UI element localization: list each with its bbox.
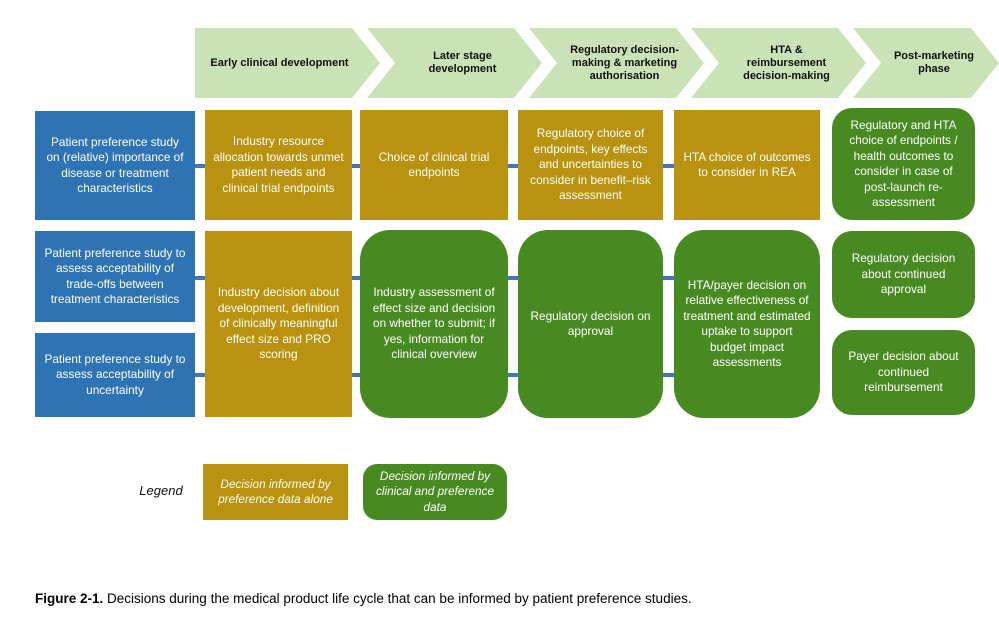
connector-line xyxy=(508,276,518,280)
phase-label: Early clinical development xyxy=(210,56,349,69)
legend-green-box: Decision informed by clinical and prefer… xyxy=(363,464,507,520)
phase-label: HTA & reimbursement decision-making xyxy=(743,43,830,82)
connector-line xyxy=(352,164,360,168)
phase-arrow-hta: HTA & reimbursement decision-making xyxy=(691,28,866,98)
phase-arrow-later-stage: Later stage development xyxy=(367,28,542,98)
connector-line xyxy=(195,276,205,280)
study-box-tradeoffs: Patient preference study to assess accep… xyxy=(35,231,195,322)
decision-regulatory-approval: Regulatory decision on approval xyxy=(518,230,663,418)
phase-arrow-regulatory: Regulatory decision-making & marketing a… xyxy=(529,28,704,98)
decision-industry-assessment: Industry assessment of effect size and d… xyxy=(360,230,508,418)
phase-arrow-early-clinical: Early clinical development xyxy=(195,28,380,98)
decision-hta-payer: HTA/payer decision on relative effective… xyxy=(674,230,820,418)
decision-continued-approval: Regulatory decision about continued appr… xyxy=(832,231,975,318)
study-box-uncertainty: Patient preference study to assess accep… xyxy=(35,333,195,417)
connector-line xyxy=(508,164,518,168)
phase-label: Post-marketing phase xyxy=(893,50,975,75)
connector-line xyxy=(508,373,518,377)
decision-industry-development: Industry decision about development, def… xyxy=(205,231,352,417)
figure-caption: Figure 2-1. Decisions during the medical… xyxy=(35,591,965,606)
connector-line xyxy=(352,276,360,280)
legend-label: Legend xyxy=(139,483,183,498)
decision-hta-choice: HTA choice of outcomes to consider in RE… xyxy=(674,110,820,220)
phase-label: Regulatory decision-making & marketing a… xyxy=(570,43,679,82)
figure-caption-text: Decisions during the medical product lif… xyxy=(103,591,692,606)
decision-reg-hta-reassessment: Regulatory and HTA choice of endpoints /… xyxy=(832,108,975,220)
decision-continued-reimbursement: Payer decision about continued reimburse… xyxy=(832,330,975,415)
connector-line xyxy=(195,373,205,377)
phase-label: Later stage development xyxy=(428,50,497,75)
connector-line xyxy=(663,276,674,280)
connector-line xyxy=(663,164,674,168)
decision-choice-of-endpoints: Choice of clinical trial endpoints xyxy=(360,110,508,220)
figure-caption-number: Figure 2-1. xyxy=(35,591,104,606)
phase-arrow-post-marketing: Post-marketing phase xyxy=(853,28,999,98)
decision-regulatory-choice: Regulatory choice of endpoints, key effe… xyxy=(518,110,663,220)
connector-line xyxy=(663,373,674,377)
study-box-importance: Patient preference study on (relative) i… xyxy=(35,111,195,220)
connector-line xyxy=(195,164,205,168)
decision-industry-resource-allocation: Industry resource allocation towards unm… xyxy=(205,110,352,220)
legend-gold-box: Decision informed by preference data alo… xyxy=(203,464,348,520)
connector-line xyxy=(352,373,360,377)
